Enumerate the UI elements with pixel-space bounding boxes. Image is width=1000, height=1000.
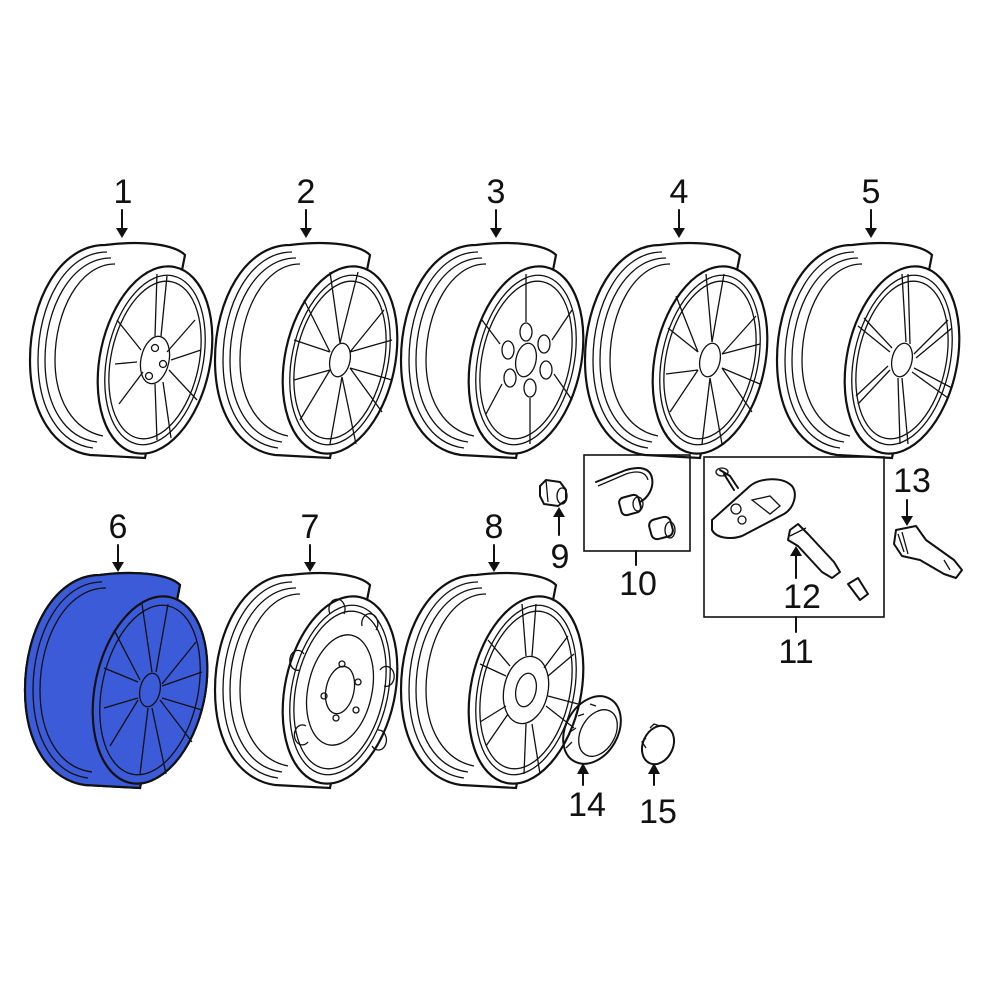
callout-3[interactable]: 3 [486,173,506,211]
callout-1[interactable]: 1 [113,173,133,211]
callout-8[interactable]: 8 [484,508,504,546]
center-cap-14[interactable] [551,686,632,774]
callout-12[interactable]: 12 [783,578,821,616]
arrow-12 [790,546,802,579]
callout-5[interactable]: 5 [861,173,881,211]
wheel-8[interactable] [399,571,601,796]
wheel-4[interactable] [583,241,785,466]
arrow-15 [648,763,660,786]
lug-nut-9[interactable] [539,479,568,507]
arrow-14 [577,763,589,786]
group-box-10 [583,454,691,552]
wheel-lock-kit-10[interactable] [595,467,676,541]
wheel-1[interactable] [28,241,230,466]
callout-2[interactable]: 2 [296,173,316,211]
callout-4[interactable]: 4 [669,173,689,211]
callout-7[interactable]: 7 [300,508,320,546]
wheel-7[interactable] [213,571,415,796]
wheel-3[interactable] [399,241,601,466]
wheel-6[interactable] [23,571,225,796]
arrow-13 [901,499,913,526]
tpms-valve-stem-12[interactable] [787,523,869,601]
callout-13[interactable]: 13 [893,462,931,500]
arrow-7 [304,544,316,572]
arrow-8 [488,544,500,572]
arrow-4 [673,209,685,238]
callout-6[interactable]: 6 [108,508,128,546]
callout-10[interactable]: 10 [619,565,657,603]
leader-arrows [112,209,913,786]
arrow-2 [300,209,312,238]
arrow-1 [116,209,128,238]
arrow-3 [490,209,502,238]
callout-15[interactable]: 15 [639,793,677,831]
arrow-6 [112,544,124,572]
arrow-5 [865,209,877,238]
callout-14[interactable]: 14 [568,786,606,824]
wheel-2[interactable] [213,241,415,466]
arrow-9 [553,507,565,536]
group-box-11 [703,456,885,618]
tpms-sensor-11[interactable] [711,467,796,539]
wheel-5[interactable] [775,241,977,466]
callout-9[interactable]: 9 [550,538,570,576]
center-cap-15[interactable] [636,721,680,770]
callout-11[interactable]: 11 [778,633,814,671]
valve-stem-13[interactable] [893,525,963,579]
